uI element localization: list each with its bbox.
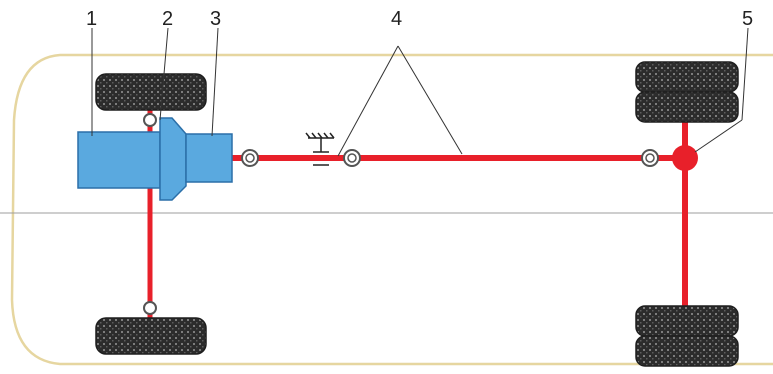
tire-icon (635, 61, 739, 123)
rear-differential (672, 145, 698, 171)
tire-icon (95, 317, 207, 355)
vehicle-body-outline (10, 53, 773, 366)
callout-5: 5 (742, 8, 753, 30)
tire-icon (95, 73, 207, 111)
callout-4: 4 (391, 8, 402, 30)
universal-joint-icon (641, 149, 659, 167)
universal-joint-icon (343, 149, 361, 167)
clutch-housing (159, 117, 187, 201)
gearbox (185, 133, 233, 183)
callout-1: 1 (86, 8, 97, 30)
front-kingpin-top (143, 113, 157, 127)
universal-joint-icon (241, 149, 259, 167)
support-bearing-icon (305, 132, 335, 166)
tire-icon (635, 305, 739, 367)
engine (77, 131, 161, 189)
leader-lines (91, 27, 749, 157)
callout-2: 2 (162, 8, 173, 30)
front-kingpin-bottom (143, 301, 157, 315)
callout-3: 3 (210, 8, 221, 30)
